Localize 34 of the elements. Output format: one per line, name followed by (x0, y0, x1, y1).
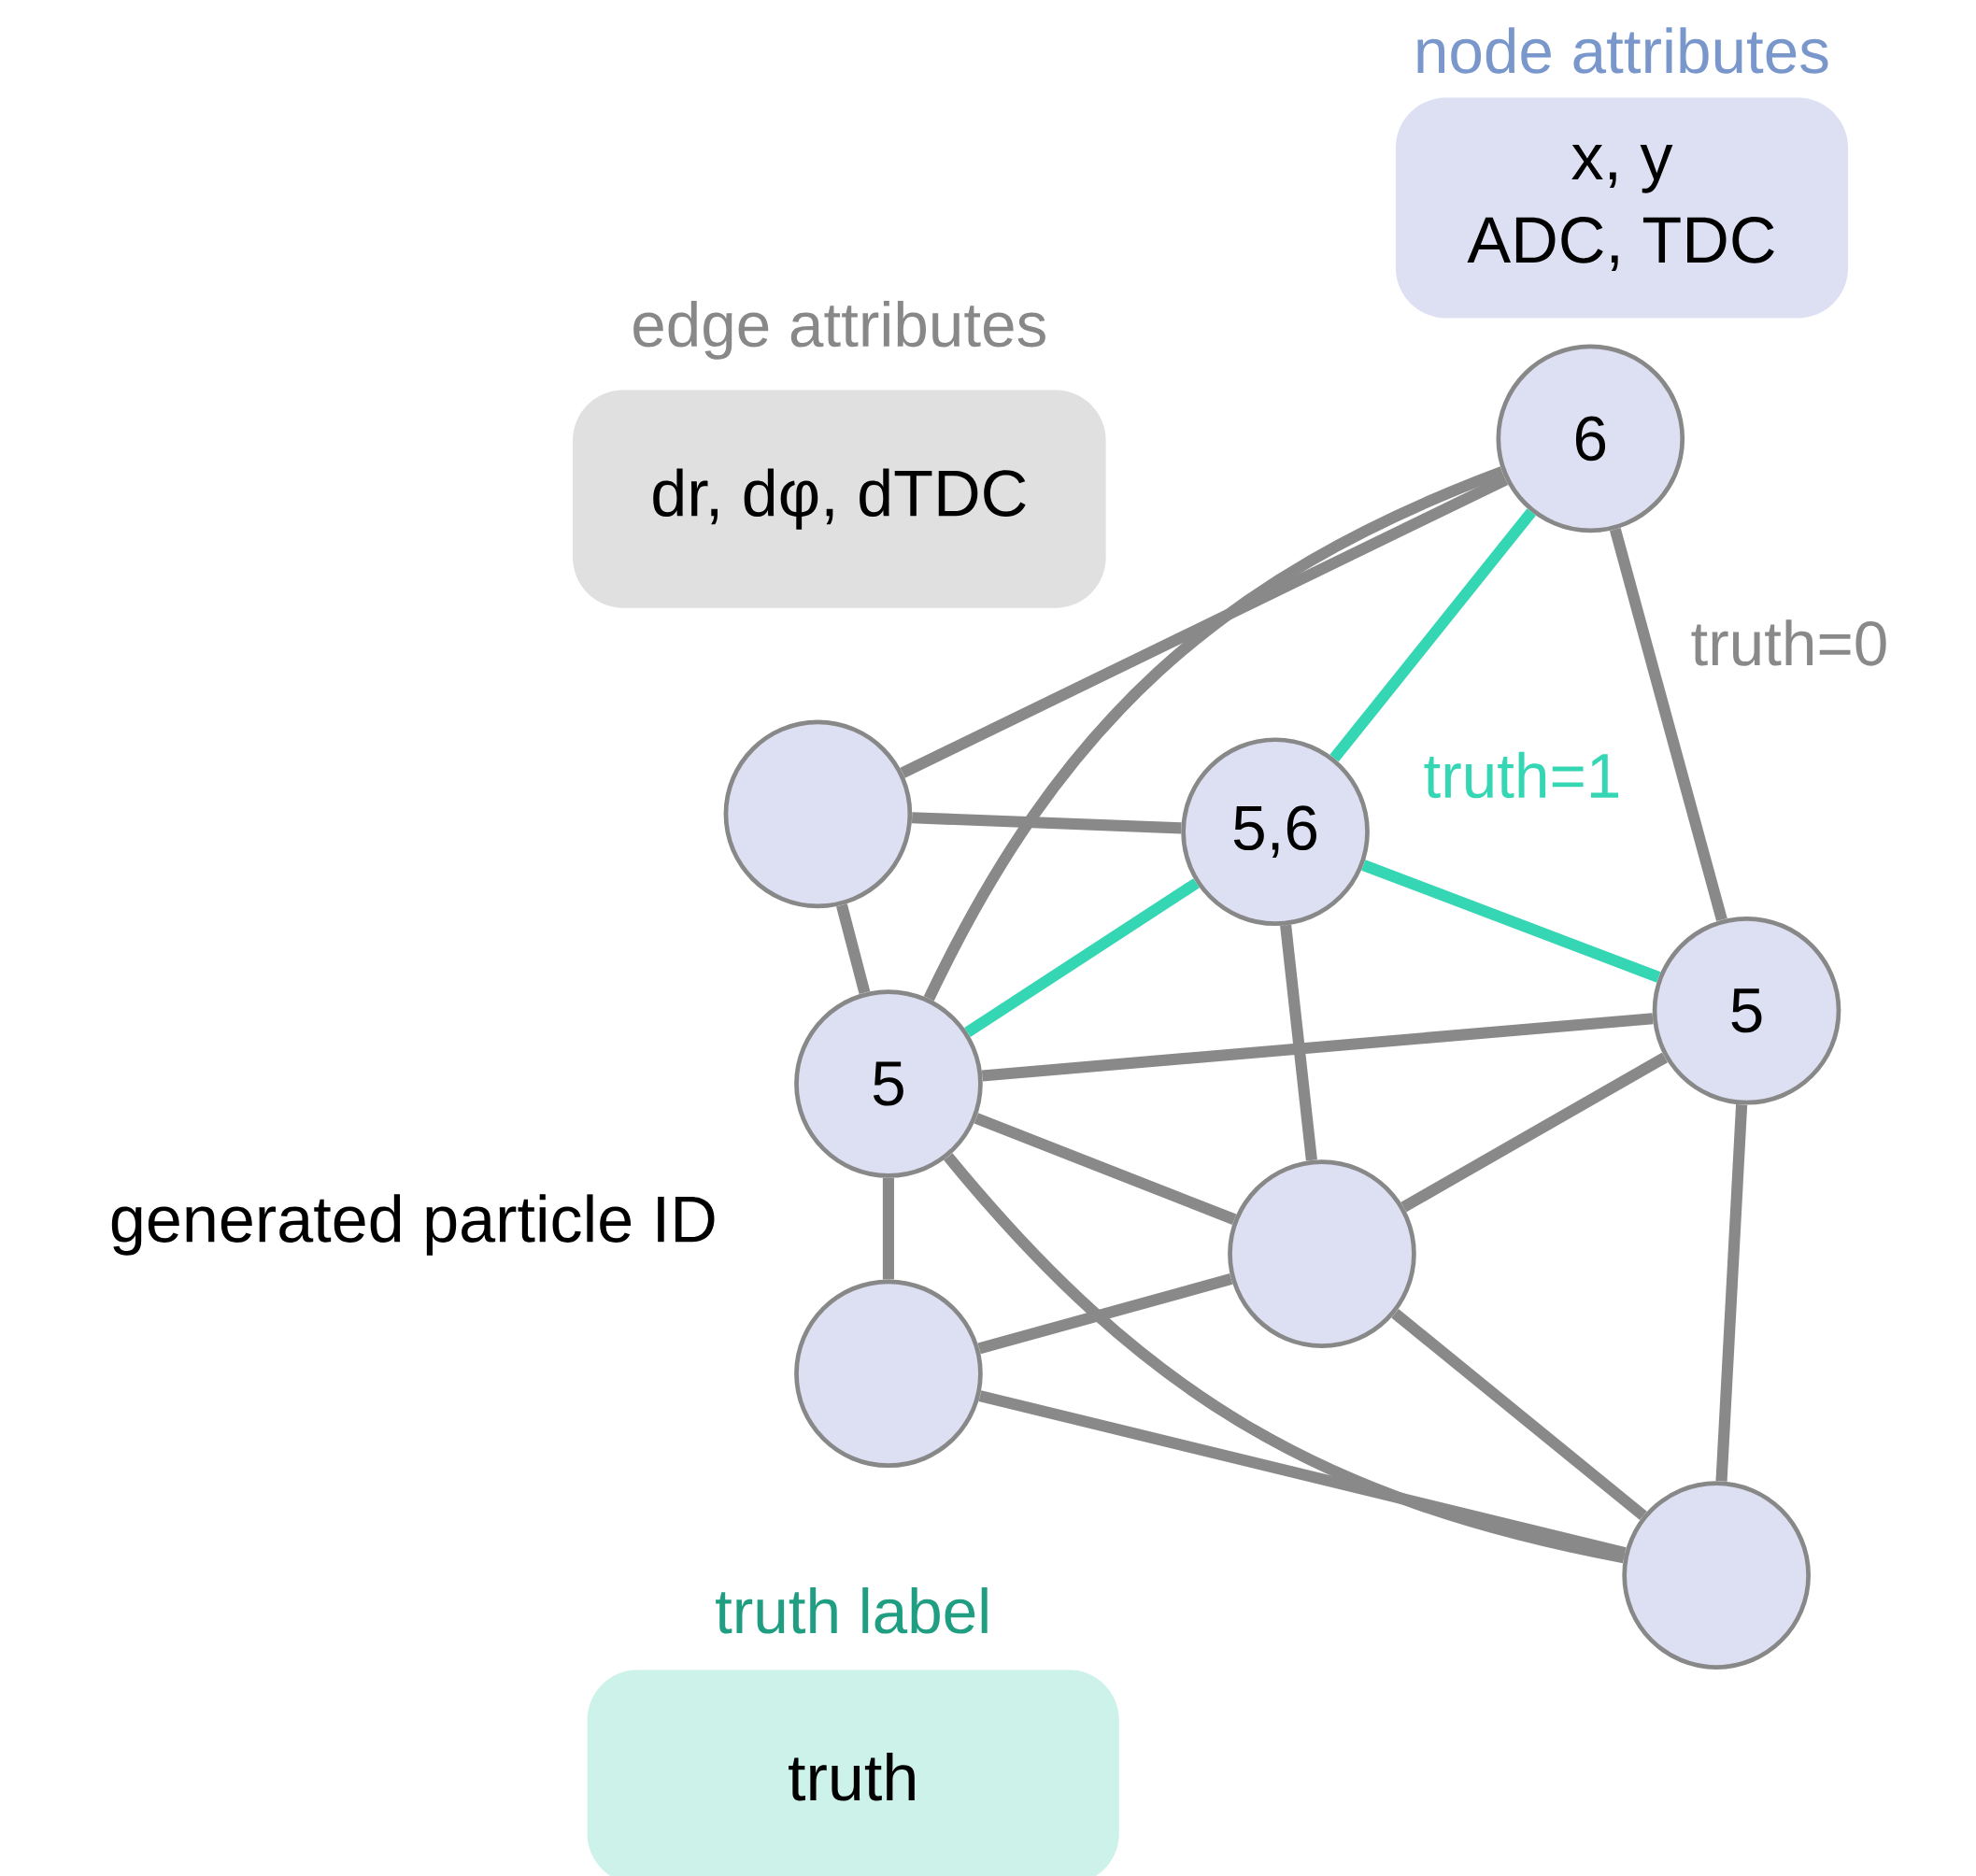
annotation-text: generated particle ID (111, 1194, 715, 1256)
edge-line (911, 811, 1182, 834)
edge-line (977, 1272, 1233, 1355)
graph-node: 6 (1496, 344, 1685, 533)
box-heading: node attributes (1417, 26, 1828, 74)
edge-line (1610, 527, 1727, 921)
box-heading: edge attributes (633, 300, 1045, 360)
edge-line (1715, 1103, 1748, 1482)
edge-line (974, 1112, 1237, 1225)
edge-line (1329, 508, 1536, 762)
attribute-box: x, y ADC, TDC (1395, 97, 1849, 319)
edge-line (923, 466, 1505, 1002)
edge-line (978, 1389, 1627, 1558)
graph-node: 5,6 (1181, 737, 1370, 926)
graph-node (794, 1279, 983, 1468)
edge-line (944, 1152, 1626, 1564)
attribute-box: truth (587, 1670, 1119, 1876)
edge-line (1391, 1308, 1647, 1520)
edge-line (981, 1013, 1654, 1082)
edge-line (1280, 924, 1317, 1161)
graph-node (1228, 1159, 1416, 1348)
graph-node (1622, 1481, 1811, 1670)
edge-line (1361, 860, 1661, 983)
graph-node: 5 (794, 988, 983, 1178)
edge-label: truth=1 (1420, 748, 1625, 801)
edge-line (882, 1177, 895, 1280)
box-heading: truth label (716, 1586, 988, 1634)
edge-line (836, 903, 871, 994)
attribute-box: dr, dφ, dTDC (573, 390, 1106, 608)
graph-node (723, 719, 913, 908)
graph-node: 5 (1652, 916, 1841, 1105)
edge-line (964, 877, 1200, 1037)
edge-line (1400, 1052, 1669, 1213)
edge-label: truth=0 (1687, 617, 1891, 669)
